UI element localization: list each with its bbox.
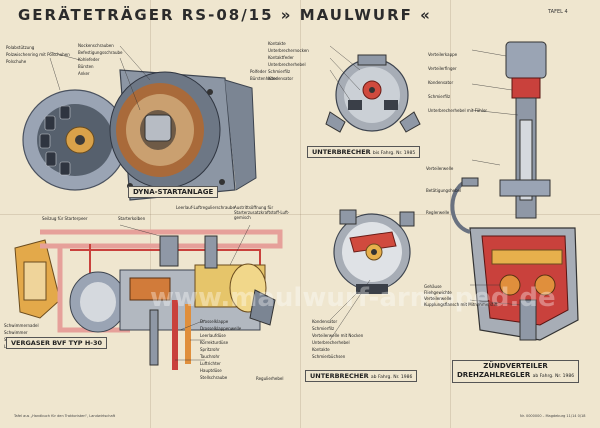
caption-text: UNTERBRECHER [312, 148, 371, 156]
label: Unterbrecherhebel [312, 340, 350, 345]
dyna-startanlage-illustration [22, 69, 257, 201]
label: Anker [78, 71, 90, 76]
label: Austrittsöffnung für Starterzusatzkrafts… [234, 205, 290, 220]
caption-text: UNTERBRECHER [310, 372, 369, 380]
label: Kontakte [268, 41, 286, 46]
caption-text: DREHZAHLREGLER [457, 371, 531, 379]
label: Verteilerwelle [424, 296, 452, 301]
dyna-labels-far: Polfeder Bürstenhalter [250, 68, 277, 82]
dyna-labels-right: Nockenschrauben Befestigungsschraube Koh… [78, 42, 123, 77]
leader-lines [49, 45, 521, 361]
fold-line [150, 0, 151, 428]
footer-right: Nr. 0000000 – Magdeburg 11/14 0/18 [520, 414, 586, 418]
label: Regulierhebel [256, 376, 284, 381]
zuendverteiler-caption: ZÜNDVERTEILER DREHZAHLREGLER ab Fahrg. N… [452, 360, 580, 383]
label: Kontaktfeder [268, 55, 294, 60]
label: Bürstenhalter [250, 76, 278, 81]
zuendverteiler-labels-top: Verteilerkappe Verteilerfinger Kondensat… [428, 48, 487, 118]
label: Starterkolben [118, 216, 146, 221]
label: Reglerwelle [426, 210, 450, 215]
label: Unterbrecherhebel [268, 62, 306, 67]
label: Unterbrecherhebel mit Fühler [428, 108, 488, 113]
caption-note: bis Fahrg. Nr. 1985 [372, 151, 416, 156]
label: Seilzug für Starterpeer [42, 216, 88, 221]
label: Befestigungsschraube [78, 50, 123, 55]
fold-line [0, 214, 600, 215]
label: Schwimmernadel [4, 323, 39, 328]
label: Betätigungshebel [426, 188, 462, 193]
footer-left: Tafel aus „Handbuch für den Traktoristen… [14, 414, 116, 418]
label: Fliehgewichte [424, 290, 452, 295]
label: Leerlauf-Luftregulierschraube [176, 205, 235, 210]
label: Drosselklappenwelle [200, 326, 242, 331]
label: Leerlaufdüse [200, 333, 226, 338]
label: Korrekturdüse [200, 340, 229, 345]
label: Polschuhe [6, 59, 27, 64]
label: Verteilerwelle mit Nocken [312, 333, 364, 338]
zuendverteiler-labels-bottom: Gehäuse Fliehgewichte Verteilerwelle Kup… [424, 284, 498, 308]
label: Kohlefeder [78, 57, 100, 62]
unterbrecher-new-illustration [333, 209, 415, 294]
fold-line [450, 0, 451, 428]
label: Kondensator [428, 80, 454, 85]
label: Verteilerkappe [428, 52, 458, 57]
label: Luftrichter [200, 361, 221, 366]
label: Kondensator [312, 319, 338, 324]
unterbrecher-old-caption: UNTERBRECHER bis Fahrg. Nr. 1985 [307, 146, 421, 158]
label: Schmierfilz [428, 94, 451, 99]
label: Schmierfilz [268, 69, 291, 74]
label: Tauchrohr [200, 354, 220, 359]
caption-note: ab Fahrg. Nr. 1986 [532, 374, 575, 379]
poster-title: GERÄTETRÄGER RS-08/15 » MAULWURF « [18, 6, 432, 24]
label: Schwimmer [4, 330, 28, 335]
label: Spritzrohr [200, 347, 220, 352]
label: Kontakte [312, 347, 330, 352]
label: Verteilerwelle [426, 166, 454, 171]
watermark: www.maulwurf-armoped.de [150, 283, 556, 313]
label: Hauptdüse [200, 368, 222, 373]
label: Polzwischenring mit Polschuhen [6, 52, 70, 57]
fold-line [300, 0, 301, 428]
vergaser-caption: VERGASER BVF TYP H-30 [6, 337, 108, 349]
zuendverteiler-labels-mid: Verteilerwelle Betätigungshebel Reglerwe… [426, 158, 461, 224]
unterbrecher-new-caption: UNTERBRECHER ab Fahrg. Nr. 1986 [305, 370, 418, 382]
label: Unterbrechernocken [268, 48, 309, 53]
zuendverteiler-illustration [450, 41, 579, 341]
unterbrecher-old-labels: Kontakte Unterbrechernocken Kontaktfeder… [268, 40, 309, 82]
vergaser-illustration [14, 229, 283, 370]
label: Kupplungsflansch mit Mitnehmerstift [424, 302, 498, 307]
caption-line: ZÜNDVERTEILER [483, 362, 548, 370]
sheet-label: TAFEL 4 [548, 9, 568, 15]
caption-note: ab Fahrg. Nr. 1986 [370, 375, 413, 380]
label: Polfeder [250, 69, 267, 74]
dyna-caption: DYNA-STARTANLAGE [128, 186, 219, 198]
label: Verteilerfinger [428, 66, 457, 71]
label: Stellschraube [200, 375, 228, 380]
label: Schmierbüchsen [312, 354, 346, 359]
unterbrecher-old-illustration [325, 54, 421, 133]
label: Bürsten [78, 64, 94, 69]
label: Nockenschrauben [78, 43, 114, 48]
label: Polabstützung [6, 45, 35, 50]
vergaser-labels-bottom: Drosselklappe Drosselklappenwelle Leerla… [200, 318, 241, 381]
label: Schmierfilz [312, 326, 335, 331]
dyna-labels-left: Polabstützung Polzwischenring mit Polsch… [6, 44, 70, 65]
label: Gehäuse [424, 284, 442, 289]
caption-line: DREHZAHLREGLER ab Fahrg. Nr. 1986 [457, 371, 574, 381]
label: Kondensator [268, 76, 294, 81]
unterbrecher-new-labels: Kondensator Schmierfilz Verteilerwelle m… [312, 318, 363, 360]
label: Drosselklappe [200, 319, 229, 324]
